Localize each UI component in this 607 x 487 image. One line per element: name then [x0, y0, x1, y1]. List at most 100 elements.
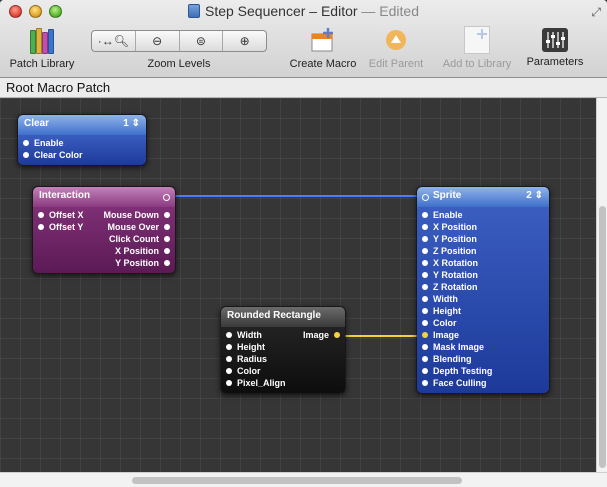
patch-header[interactable]: Clear 1 ⇕: [18, 115, 146, 135]
input-port-blending[interactable]: Blending: [417, 353, 549, 365]
close-window-button[interactable]: [9, 5, 22, 18]
input-port-mask-image[interactable]: Mask Image: [417, 341, 549, 353]
output-port-click-count[interactable]: Click Count: [104, 233, 176, 245]
patch-clear[interactable]: Clear 1 ⇕ Enable Clear Color: [17, 114, 147, 166]
horizontal-scroll-thumb[interactable]: [132, 477, 462, 484]
port-dot[interactable]: [23, 140, 29, 146]
interaction-output-port[interactable]: [163, 194, 170, 201]
input-port-z-rotation[interactable]: Z Rotation: [417, 281, 549, 293]
input-port-offset-y[interactable]: Offset Y: [33, 221, 104, 233]
input-port-pixel-align[interactable]: Pixel_Align: [221, 377, 293, 389]
zoom-in-button[interactable]: ⊕: [223, 31, 266, 51]
port-dot[interactable]: [422, 284, 428, 290]
input-port-x-position[interactable]: X Position: [417, 221, 549, 233]
zoom-segmented-control: ·↔🔍︎ ⊖ ⊜ ⊕: [91, 30, 267, 52]
port-dot[interactable]: [422, 320, 428, 326]
port-dot[interactable]: [164, 212, 170, 218]
port-dot[interactable]: [38, 224, 44, 230]
patch-header[interactable]: Sprite 2 ⇕: [417, 187, 549, 207]
output-port-image[interactable]: Image: [293, 329, 345, 341]
port-dot[interactable]: [422, 380, 428, 386]
port-dot[interactable]: [164, 260, 170, 266]
connections-layer: [175, 195, 425, 337]
input-port-depth-testing[interactable]: Depth Testing: [417, 365, 549, 377]
parameters-button[interactable]: Parameters: [522, 26, 588, 68]
port-dot[interactable]: [422, 272, 428, 278]
edit-parent-button[interactable]: Edit Parent: [364, 26, 428, 70]
zoom-actual-icon: ⊜: [195, 34, 206, 48]
create-macro-icon: [309, 26, 337, 54]
add-to-library-button[interactable]: Add to Library: [436, 26, 518, 70]
port-dot[interactable]: [226, 332, 232, 338]
zoom-actual-button[interactable]: ⊜: [180, 31, 224, 51]
input-port-face-culling[interactable]: Face Culling: [417, 377, 549, 389]
port-dot[interactable]: [226, 380, 232, 386]
input-port-image[interactable]: Image: [417, 329, 549, 341]
books-icon: [28, 26, 56, 54]
port-dot[interactable]: [422, 344, 428, 350]
output-port-mouse-over[interactable]: Mouse Over: [104, 221, 176, 233]
input-port-height[interactable]: Height: [417, 305, 549, 317]
port-dot[interactable]: [164, 236, 170, 242]
port-dot[interactable]: [226, 368, 232, 374]
input-port-y-rotation[interactable]: Y Rotation: [417, 269, 549, 281]
port-dot[interactable]: [422, 212, 428, 218]
zoom-window-button[interactable]: [49, 5, 62, 18]
zoom-fit-button[interactable]: ·↔🔍︎: [92, 31, 136, 51]
input-port-z-position[interactable]: Z Position: [417, 245, 549, 257]
input-port-color[interactable]: Color: [221, 365, 293, 377]
port-dot[interactable]: [334, 332, 340, 338]
port-dot[interactable]: [422, 224, 428, 230]
output-port-mouse-down[interactable]: Mouse Down: [104, 209, 176, 221]
input-port-clear-color[interactable]: Clear Color: [18, 149, 146, 161]
zoom-out-button[interactable]: ⊖: [136, 31, 180, 51]
patch-rounded-rectangle[interactable]: Rounded Rectangle Width Height Radius Co…: [220, 306, 346, 394]
patch-editor-canvas[interactable]: Clear 1 ⇕ Enable Clear Color Interaction…: [0, 98, 596, 472]
input-port-enable[interactable]: Enable: [417, 209, 549, 221]
port-dot[interactable]: [226, 344, 232, 350]
port-dot[interactable]: [422, 356, 428, 362]
patch-interaction[interactable]: Interaction Offset X Offset Y Mouse Down…: [32, 186, 176, 274]
vertical-scroll-thumb[interactable]: [599, 206, 606, 468]
input-port-y-position[interactable]: Y Position: [417, 233, 549, 245]
input-port-radius[interactable]: Radius: [221, 353, 293, 365]
breadcrumb-root-macro-patch[interactable]: Root Macro Patch: [6, 80, 111, 95]
port-dot[interactable]: [226, 356, 232, 362]
patch-header[interactable]: Rounded Rectangle: [221, 307, 345, 327]
input-port-offset-x[interactable]: Offset X: [33, 209, 104, 221]
port-dot[interactable]: [38, 212, 44, 218]
port-dot[interactable]: [23, 152, 29, 158]
port-dot[interactable]: [422, 296, 428, 302]
port-dot[interactable]: [422, 332, 428, 338]
horizontal-scrollbar[interactable]: [0, 472, 607, 487]
vertical-scrollbar[interactable]: [596, 98, 607, 472]
input-port-color[interactable]: Color: [417, 317, 549, 329]
port-dot[interactable]: [164, 248, 170, 254]
layer-order-stepper[interactable]: 2 ⇕: [526, 190, 543, 201]
patch-header[interactable]: Interaction: [33, 187, 175, 207]
window-title: Step Sequencer – Editor — Edited: [0, 3, 607, 19]
patch-sprite[interactable]: Sprite 2 ⇕ Enable X Position Y Position …: [416, 186, 550, 394]
port-dot[interactable]: [422, 236, 428, 242]
input-port-height[interactable]: Height: [221, 341, 293, 353]
output-port-y-position[interactable]: Y Position: [104, 257, 176, 269]
minimize-window-button[interactable]: [29, 5, 42, 18]
input-port-x-rotation[interactable]: X Rotation: [417, 257, 549, 269]
layer-order-stepper[interactable]: 1 ⇕: [123, 118, 140, 129]
create-macro-button[interactable]: Create Macro: [284, 26, 362, 70]
input-port-width[interactable]: Width: [417, 293, 549, 305]
zoom-fit-icon: ·↔🔍︎: [97, 34, 129, 48]
output-port-x-position[interactable]: X Position: [104, 245, 176, 257]
port-dot[interactable]: [422, 260, 428, 266]
input-port-enable[interactable]: Enable: [18, 137, 146, 149]
input-port-width[interactable]: Width: [221, 329, 293, 341]
port-dot[interactable]: [422, 368, 428, 374]
sprite-input-port[interactable]: [422, 194, 429, 201]
fullscreen-icon[interactable]: ⤢: [591, 5, 601, 19]
port-dot[interactable]: [422, 248, 428, 254]
port-dot[interactable]: [422, 308, 428, 314]
patch-library-button[interactable]: Patch Library: [4, 26, 80, 70]
port-dot[interactable]: [164, 224, 170, 230]
toolbar: Step Sequencer – Editor — Edited ⤢ Patch…: [0, 0, 607, 78]
